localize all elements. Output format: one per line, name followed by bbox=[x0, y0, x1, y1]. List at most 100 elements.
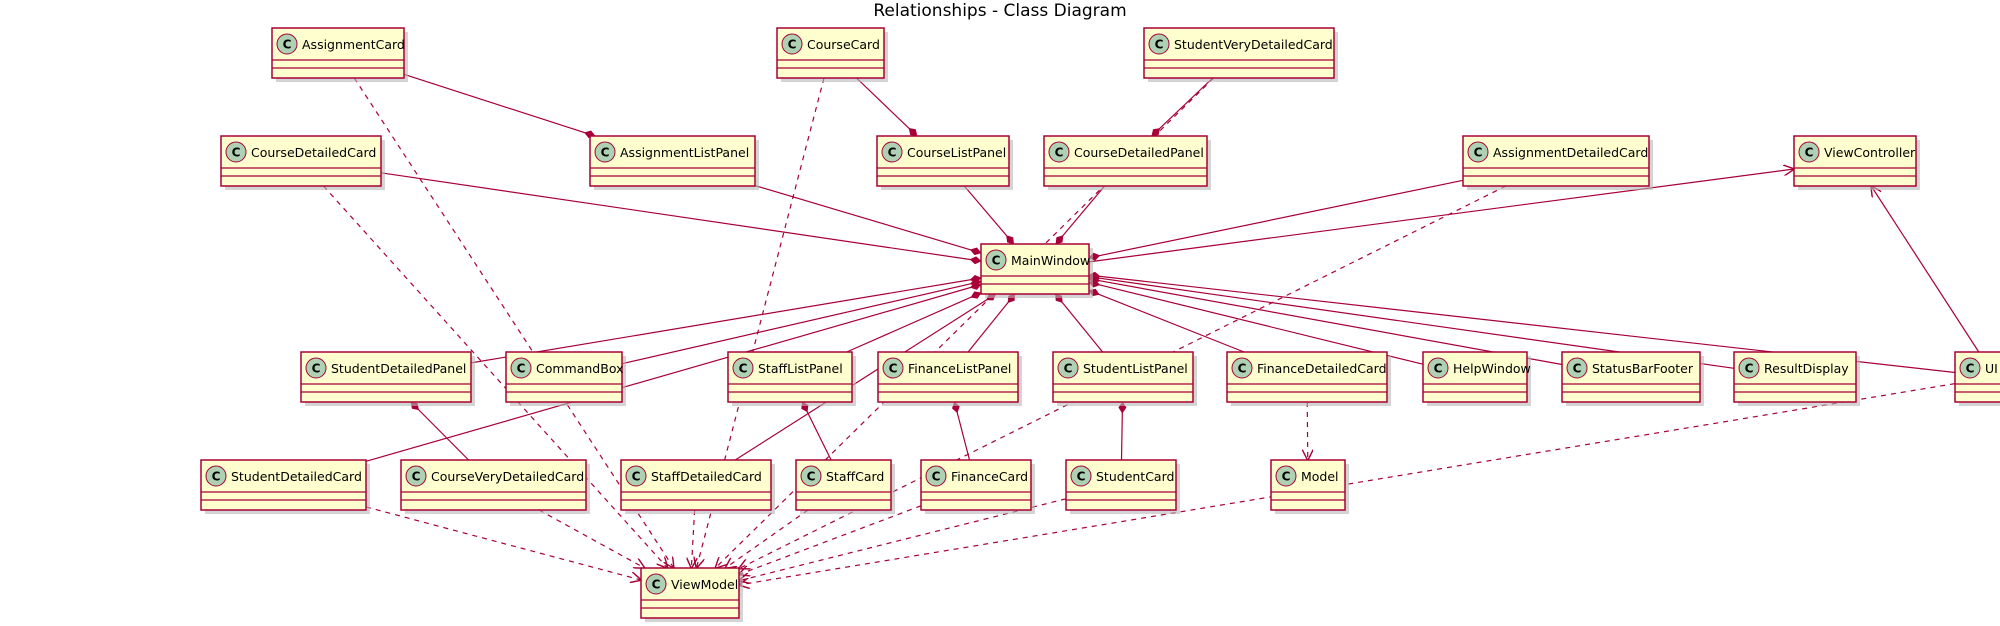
class-box bbox=[1954, 351, 2000, 403]
class-badge-letter: C bbox=[1966, 362, 1975, 376]
relation-StaffCard-to-StaffListPanel bbox=[801, 401, 832, 461]
class-badge-letter: C bbox=[888, 146, 897, 160]
class-badge-icon bbox=[1959, 357, 1981, 379]
class-badge-letter: C bbox=[1238, 362, 1247, 376]
class-badge-icon bbox=[1798, 141, 1820, 163]
class-badge-icon bbox=[1275, 465, 1297, 487]
relation-CourseListPanel-to-MainWindow bbox=[963, 185, 1015, 245]
class-name: StaffCard bbox=[826, 469, 884, 484]
relation-StudentCard-to-StudentListPanel bbox=[1118, 401, 1127, 461]
relation-StudentListPanel-to-MainWindow bbox=[1054, 293, 1104, 353]
relation-StaffDetailedCard-to-MainWindow bbox=[734, 293, 997, 461]
class-badge-icon bbox=[1566, 357, 1588, 379]
class-box bbox=[589, 135, 756, 187]
class-StudentListPanel: C StudentListPanel bbox=[1052, 351, 1197, 406]
class-box bbox=[200, 459, 367, 511]
class-box bbox=[1462, 135, 1650, 187]
class-name: ViewModel bbox=[671, 577, 738, 592]
class-badge-icon bbox=[405, 465, 427, 487]
class-name: HelpWindow bbox=[1453, 361, 1531, 376]
class-name: StudentListPanel bbox=[1083, 361, 1188, 376]
relation-FinanceCard-to-ViewModel bbox=[739, 505, 922, 575]
class-badge-letter: C bbox=[1282, 470, 1291, 484]
relation-CourseVeryDetailedCard-to-ViewModel bbox=[538, 509, 645, 568]
relation-StaffCard-to-ViewModel bbox=[726, 509, 809, 568]
class-name: AssignmentDetailedCard bbox=[1493, 145, 1648, 160]
class-badge-icon bbox=[225, 141, 247, 163]
class-badge-icon bbox=[985, 249, 1007, 271]
class-name: CourseDetailedPanel bbox=[1074, 145, 1204, 160]
class-badge-icon bbox=[594, 141, 616, 163]
class-name: StatusBarFooter bbox=[1592, 361, 1694, 376]
class-badge-letter: C bbox=[652, 578, 661, 592]
class-badge-letter: C bbox=[1055, 146, 1064, 160]
class-name: StaffDetailedCard bbox=[651, 469, 762, 484]
class-badge-icon bbox=[1427, 357, 1449, 379]
class-name: ResultDisplay bbox=[1764, 361, 1849, 376]
class-badge-icon bbox=[305, 357, 327, 379]
class-badge-letter: C bbox=[1573, 362, 1582, 376]
class-ViewModel: C ViewModel bbox=[640, 567, 743, 622]
class-box bbox=[1052, 351, 1194, 403]
class-badge-letter: C bbox=[739, 362, 748, 376]
class-name: CourseDetailedCard bbox=[251, 145, 376, 160]
class-AssignmentListPanel: C AssignmentListPanel bbox=[589, 135, 759, 190]
relation-CourseVeryDetailedCard-to-StudentDetailedPanel bbox=[410, 401, 470, 461]
relation-CourseDetailedCard-to-MainWindow bbox=[380, 172, 982, 265]
class-box bbox=[877, 351, 1019, 403]
relation-StudentDetailedCard-to-MainWindow bbox=[365, 282, 982, 462]
class-name: Model bbox=[1301, 469, 1339, 484]
class-box bbox=[300, 351, 472, 403]
class-badge-letter: C bbox=[992, 254, 1001, 268]
relation-StaffDetailedCard-to-ViewModel bbox=[691, 509, 694, 568]
class-badge-icon bbox=[625, 465, 647, 487]
relation-MainWindow-to-ViewController bbox=[1088, 169, 1794, 263]
class-badge-letter: C bbox=[807, 470, 816, 484]
class-badge-letter: C bbox=[601, 146, 610, 160]
relation-AssignmentCard-to-AssignmentListPanel bbox=[403, 73, 596, 139]
class-badge-icon bbox=[800, 465, 822, 487]
class-badge-letter: C bbox=[212, 470, 221, 484]
class-badge-icon bbox=[645, 573, 667, 595]
class-box bbox=[620, 459, 772, 511]
class-name: AssignmentCard bbox=[302, 37, 405, 52]
relation-CommandBox-to-MainWindow bbox=[621, 278, 982, 365]
class-badge-letter: C bbox=[1064, 362, 1073, 376]
class-name: UI bbox=[1985, 361, 1998, 376]
class-badge-icon bbox=[1057, 357, 1079, 379]
class-badge-letter: C bbox=[932, 470, 941, 484]
class-badge-letter: C bbox=[788, 38, 797, 52]
class-name: FinanceCard bbox=[951, 469, 1028, 484]
class-name: StudentDetailedCard bbox=[231, 469, 362, 484]
class-badge-icon bbox=[732, 357, 754, 379]
relation-AssignmentCard-to-ViewModel bbox=[353, 77, 673, 568]
relation-AssignmentDetailedCard-to-MainWindow bbox=[1088, 179, 1464, 261]
class-badge-icon bbox=[1048, 141, 1070, 163]
class-badge-letter: C bbox=[517, 362, 526, 376]
class-name: StudentCard bbox=[1096, 469, 1174, 484]
class-StaffDetailedCard: C StaffDetailedCard bbox=[620, 459, 775, 514]
relation-StudentCard-to-ViewModel bbox=[739, 498, 1067, 581]
class-name: FinanceListPanel bbox=[908, 361, 1011, 376]
class-badge-icon bbox=[882, 357, 904, 379]
class-badge-icon bbox=[1738, 357, 1760, 379]
relation-FinanceDetailedCard-to-MainWindow bbox=[1088, 288, 1245, 353]
class-name: AssignmentListPanel bbox=[620, 145, 749, 160]
relation-StudentDetailedPanel-to-MainWindow bbox=[470, 274, 982, 364]
class-badge-letter: C bbox=[632, 470, 641, 484]
relation-FinanceCard-to-FinanceListPanel bbox=[952, 401, 971, 461]
class-StudentDetailedCard: C StudentDetailedCard bbox=[200, 459, 370, 514]
class-box bbox=[1226, 351, 1388, 403]
class-name: MainWindow bbox=[1011, 253, 1090, 268]
class-badge-icon bbox=[781, 33, 803, 55]
